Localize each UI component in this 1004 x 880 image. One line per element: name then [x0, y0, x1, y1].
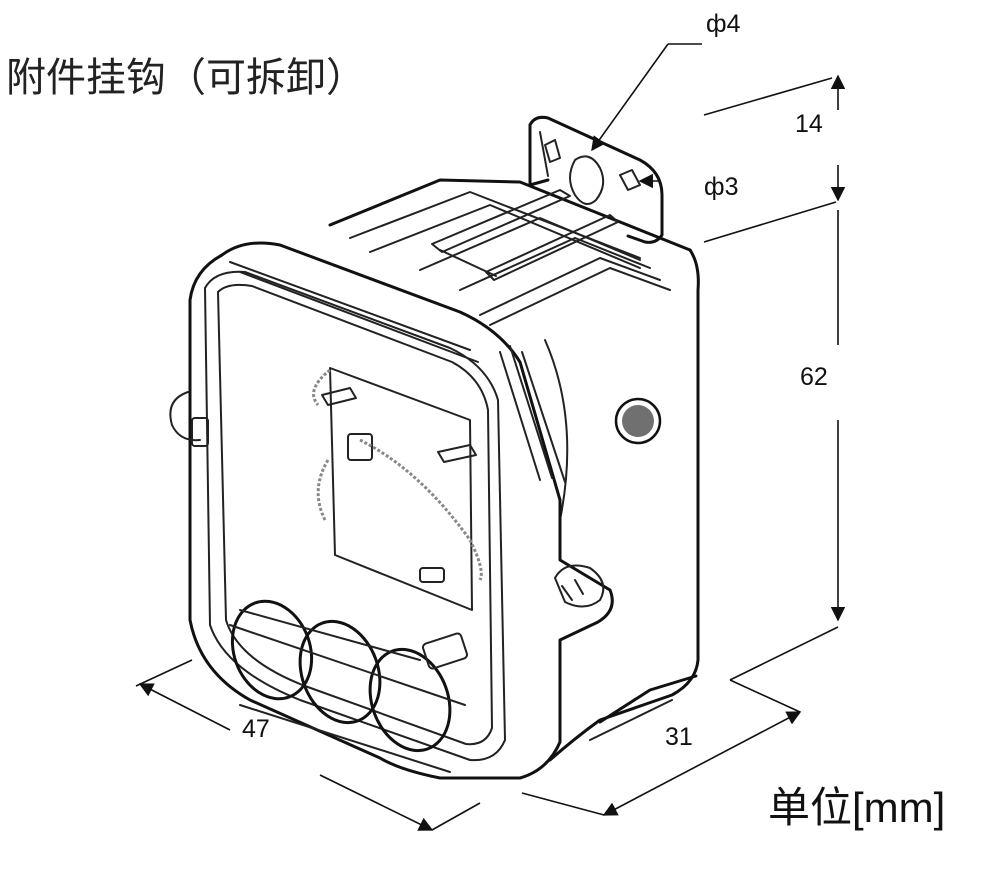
width-label: 47 — [242, 715, 270, 743]
detachable-hook — [431, 115, 664, 281]
depth-label: 31 — [665, 723, 693, 751]
unit-label: 单位[mm] — [768, 784, 945, 831]
hole-small-label: ф3 — [704, 173, 738, 201]
enclosure-body — [169, 178, 700, 780]
dimension-annotations — [135, 43, 846, 831]
indicator-lens — [622, 405, 654, 437]
drawing-title: 附件挂钩（可拆卸） — [6, 55, 366, 101]
hole-large-label: ф4 — [706, 10, 741, 38]
body-height-label: 62 — [800, 363, 828, 391]
hook-height-label: 14 — [795, 110, 823, 138]
enclosure-interior — [229, 367, 483, 773]
indicator-light — [614, 397, 662, 445]
